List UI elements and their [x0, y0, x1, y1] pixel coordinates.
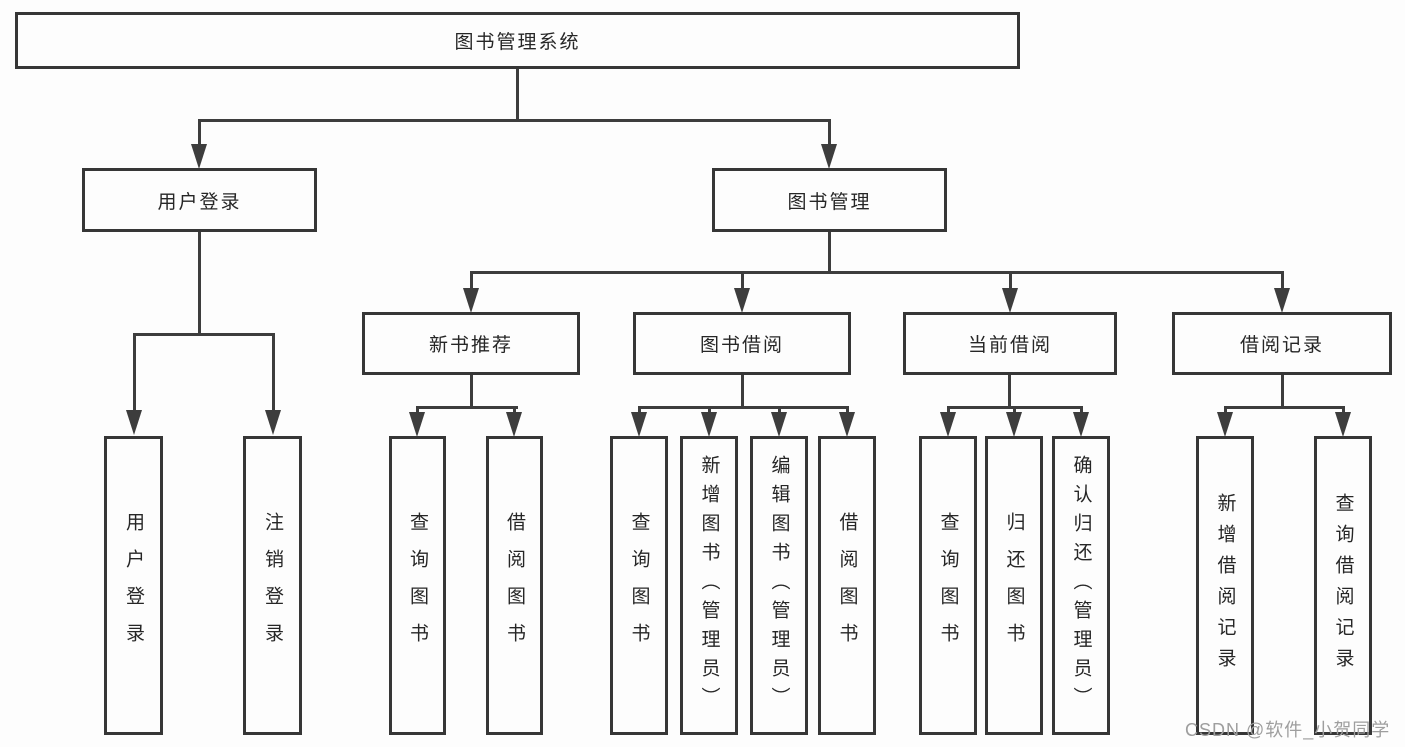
leaf-query-books-current: 查询图书 — [919, 436, 977, 735]
node-label: 用户登录 — [157, 191, 242, 213]
connector-stem — [846, 406, 849, 416]
leaf-logout: 注销登录 — [243, 436, 302, 735]
connector-stem — [778, 406, 781, 416]
leaf-add-borrow-record: 新增借阅记录 — [1196, 436, 1254, 735]
node-label: 图书管理 — [787, 191, 872, 213]
arrow-down — [631, 412, 647, 437]
node-label: 查询图书 — [628, 511, 650, 660]
leaf-user-login: 用户登录 — [104, 436, 163, 735]
leaf-add-books-admin: 新增图书（管理员） — [680, 436, 738, 735]
leaf-return-books: 归还图书 — [985, 436, 1043, 735]
node-label: 确认归还（管理员） — [1070, 455, 1092, 716]
connector-stub — [741, 375, 744, 409]
node-new-book-recommendation: 新书推荐 — [362, 312, 580, 375]
node-current-borrowing: 当前借阅 — [903, 312, 1117, 375]
arrow-down — [463, 288, 479, 313]
node-label: 注销登录 — [262, 511, 283, 660]
arrow-down — [1006, 412, 1022, 437]
connector-hline — [638, 406, 849, 409]
arrow-down — [191, 144, 207, 169]
arrow-down — [821, 144, 837, 169]
node-label: 编辑图书（管理员） — [768, 455, 790, 716]
arrow-down — [701, 412, 717, 437]
connector-stem — [1080, 406, 1083, 416]
node-label: 新书推荐 — [428, 335, 513, 356]
node-root-library-management-system: 图书管理系统 — [15, 12, 1020, 69]
connector-stem — [198, 119, 201, 149]
arrow-down — [265, 410, 281, 435]
connector-hline — [1224, 406, 1345, 409]
csdn-watermark: CSDN @软件_小贺同学 — [1185, 720, 1391, 740]
arrow-down — [1073, 412, 1089, 437]
connector-stem — [416, 406, 419, 416]
arrow-down — [839, 412, 855, 437]
node-label: 借阅记录 — [1239, 335, 1324, 356]
connector-stem — [1013, 406, 1016, 416]
leaf-edit-books-admin: 编辑图书（管理员） — [750, 436, 808, 735]
arrow-down — [1274, 288, 1290, 313]
connector-stem — [1224, 406, 1227, 416]
node-borrowing-records: 借阅记录 — [1172, 312, 1392, 375]
connector-root-hline — [198, 119, 831, 122]
node-label: 图书借阅 — [699, 335, 784, 356]
node-book-management: 图书管理 — [712, 168, 947, 232]
node-label: 查询图书 — [937, 511, 959, 660]
node-label: 当前借阅 — [967, 335, 1052, 356]
connector-stub — [1281, 375, 1284, 409]
arrow-down — [940, 412, 956, 437]
connector-stub — [1008, 375, 1011, 409]
connector-stem — [272, 333, 275, 411]
connector-stem — [513, 406, 516, 416]
node-label: 借阅图书 — [504, 511, 525, 660]
arrow-down — [409, 412, 425, 437]
connector-stem — [741, 271, 744, 293]
node-label: 查询借阅记录 — [1332, 492, 1354, 679]
leaf-borrow-books: 借阅图书 — [818, 436, 876, 735]
connector-stub — [470, 375, 473, 409]
connector-bookmgmt-hline — [470, 271, 1284, 274]
arrow-down — [771, 412, 787, 437]
leaf-query-books-borrowing: 查询图书 — [610, 436, 668, 735]
arrow-down — [734, 288, 750, 313]
node-label: 图书管理系统 — [454, 32, 581, 53]
connector-bookmgmt-stub — [828, 232, 831, 274]
leaf-query-borrow-record: 查询借阅记录 — [1314, 436, 1372, 735]
leaf-query-books-recommend: 查询图书 — [389, 436, 446, 735]
leaf-confirm-return-admin: 确认归还（管理员） — [1052, 436, 1110, 735]
arrow-down — [1335, 412, 1351, 437]
node-label: 借阅图书 — [836, 511, 858, 660]
node-user-login: 用户登录 — [82, 168, 317, 232]
connector-stem — [947, 406, 950, 416]
arrow-down — [126, 410, 142, 435]
connector-stem — [470, 271, 473, 293]
connector-stem — [133, 333, 136, 411]
arrow-down — [1217, 412, 1233, 437]
node-book-borrowing: 图书借阅 — [633, 312, 851, 375]
node-label: 查询图书 — [407, 511, 428, 660]
connector-stem — [1281, 271, 1284, 293]
node-label: 用户登录 — [123, 511, 144, 660]
arrow-down — [506, 412, 522, 437]
node-label: 新增图书（管理员） — [698, 455, 720, 716]
connector-stem — [708, 406, 711, 416]
connector-userlogin-stub — [198, 232, 201, 336]
connector-root-stub — [516, 69, 519, 122]
connector-stem — [1009, 271, 1012, 293]
connector-hline — [416, 406, 518, 409]
node-label: 新增借阅记录 — [1214, 492, 1236, 679]
leaf-borrow-books-recommend: 借阅图书 — [486, 436, 543, 735]
connector-stem — [828, 119, 831, 149]
connector-stem — [1342, 406, 1345, 416]
connector-userlogin-hline — [133, 333, 275, 336]
node-label: 归还图书 — [1003, 511, 1025, 660]
connector-stem — [638, 406, 641, 416]
arrow-down — [1002, 288, 1018, 313]
